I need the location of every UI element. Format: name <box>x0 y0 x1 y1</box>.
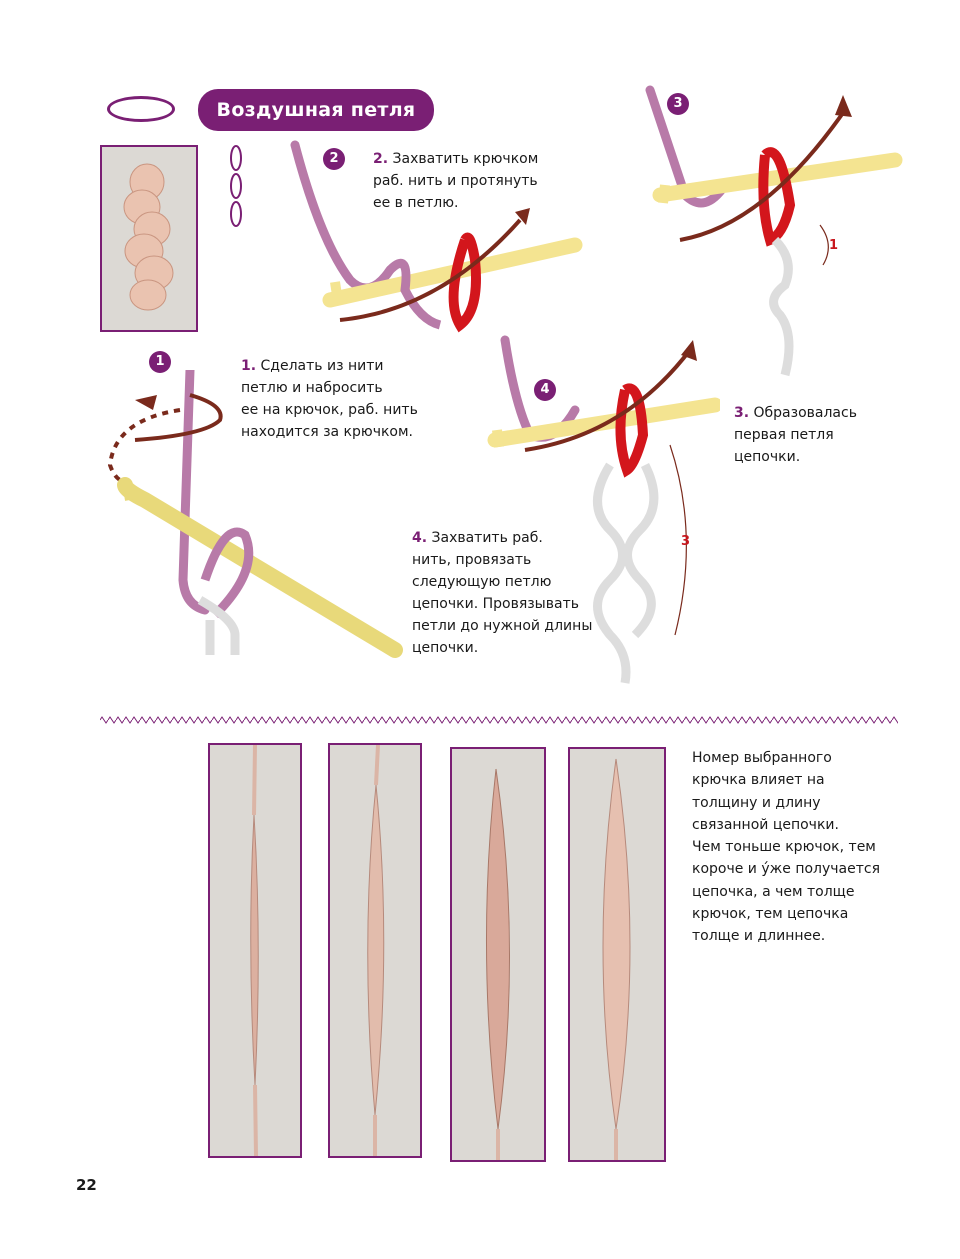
step-2-badge: 2 <box>323 148 345 170</box>
step-3-diagram <box>645 85 903 377</box>
step-1-badge: 1 <box>149 351 171 373</box>
step-2-diagram <box>290 140 583 333</box>
chain-symbol-icon <box>230 145 242 227</box>
step-4-diagram <box>487 335 720 684</box>
chain-photo-thick-hook <box>450 747 546 1162</box>
page-title: Воздушная петля <box>198 89 434 131</box>
chain-photo-medium-hook <box>328 743 422 1158</box>
chain-photo-thin-hook <box>208 743 302 1158</box>
page-number: 22 <box>76 1176 97 1194</box>
loop-count-label: 1 <box>829 238 839 253</box>
section-divider <box>100 716 898 724</box>
step-1-text: 1. Сделать из нити петлю и набросить ее … <box>241 358 418 440</box>
step-3-badge: 3 <box>667 93 689 115</box>
hook-size-note: Номер выбранного крючка влияет на толщин… <box>692 750 881 945</box>
step-1-diagram <box>107 370 403 658</box>
chain-photo <box>100 145 198 332</box>
step-4-text: 4. Захватить раб. нить, провязать следую… <box>412 530 593 656</box>
step-2-text: 2. Захватить крючком раб. нить и протяну… <box>373 151 539 211</box>
chain-stitch-symbol-icon <box>107 96 175 122</box>
step-4-badge: 4 <box>534 379 556 401</box>
chain-photo-thickest-hook <box>568 747 666 1162</box>
step-3-text: 3. Образовалась первая петля цепочки. <box>734 405 857 465</box>
loop-count-label: 3 <box>681 534 691 549</box>
